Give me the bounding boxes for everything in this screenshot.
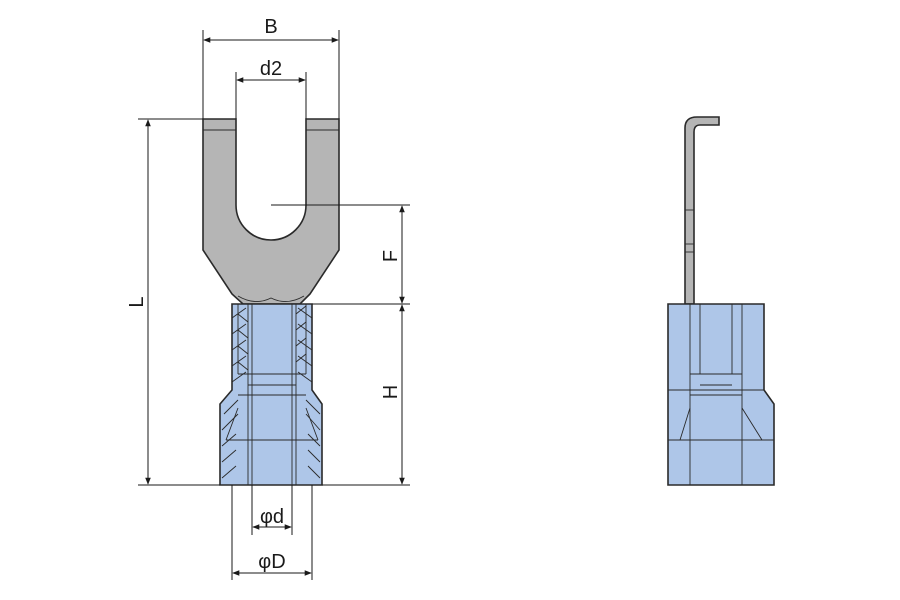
- dimension-F: F: [271, 204, 410, 305]
- label-B: B: [264, 16, 277, 38]
- label-d2: d2: [260, 58, 282, 80]
- spade-fork: [202, 118, 340, 305]
- dimension-D: φD: [231, 485, 313, 580]
- hatch-right: [297, 307, 321, 479]
- dimension-B: B: [202, 16, 340, 119]
- dimension-H: H: [322, 304, 410, 486]
- insulation-sleeve: [219, 303, 323, 486]
- label-phi-d: φd: [260, 506, 284, 528]
- hatch-left: [221, 307, 247, 479]
- dimension-d: φd: [251, 485, 293, 535]
- dimension-d2: d2: [235, 58, 307, 119]
- side-sleeve: [667, 303, 775, 486]
- label-H: H: [380, 385, 402, 399]
- side-view: [667, 116, 775, 486]
- fork-crimp-detail: [237, 295, 305, 302]
- label-phi-D: φD: [258, 551, 285, 573]
- label-L: L: [126, 296, 148, 307]
- front-view: B d2 L F H: [126, 16, 410, 580]
- side-metal-strip: [684, 116, 720, 305]
- inner-barrel: [247, 303, 297, 486]
- dimension-L: L: [126, 118, 220, 486]
- label-F: F: [380, 250, 402, 262]
